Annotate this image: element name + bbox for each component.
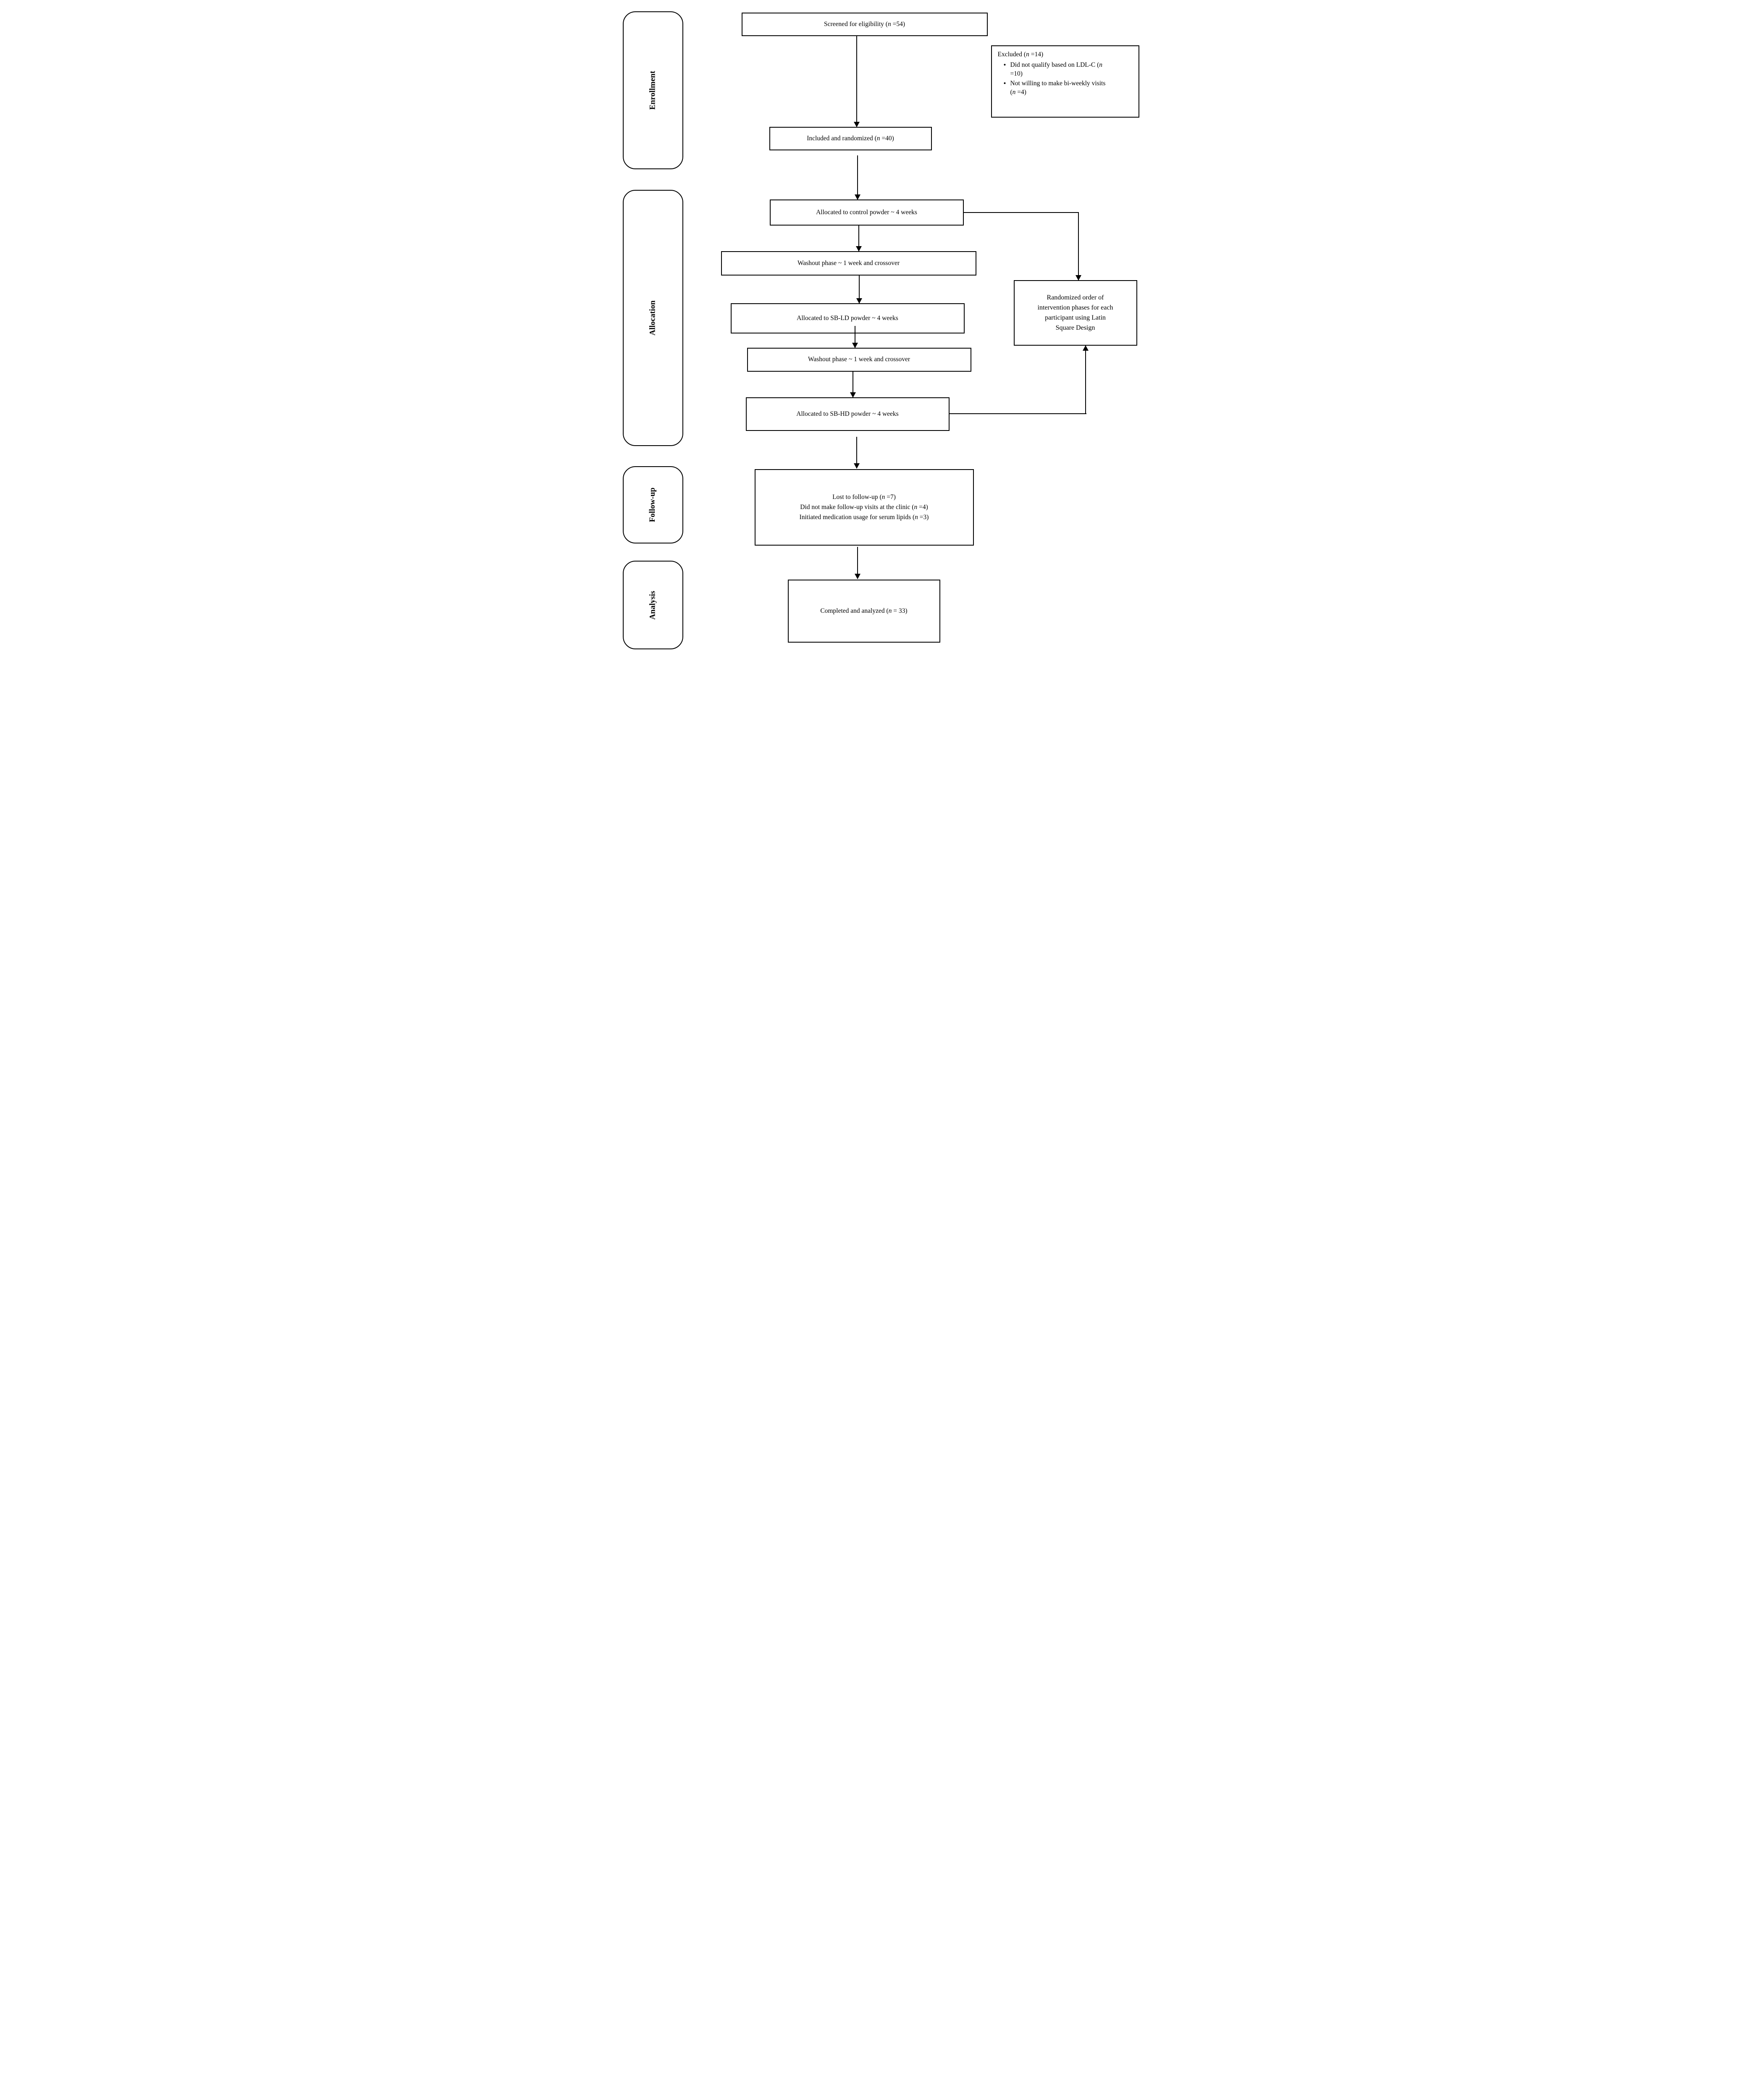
box-randomized-order-label: Randomized order of intervention phases …	[1037, 294, 1113, 331]
stage-box-allocation: Allocation	[622, 190, 683, 446]
box-allocated-sb-hd: Allocated to SB-HD powder ~ 4 weeks	[745, 397, 950, 431]
arrow-washout1-to-sb-ld	[856, 276, 862, 304]
arrow-control-to-washout1	[855, 226, 862, 252]
box-screened: Screened for eligibility (n =54)	[741, 13, 988, 36]
box-completed: Completed and analyzed (n = 33)	[787, 580, 940, 643]
stage-box-enrollment: Enrollment	[622, 11, 683, 169]
box-allocated-control: Allocated to control powder ~ 4 weeks	[769, 200, 964, 226]
arrow-lost-to-completed	[854, 547, 860, 579]
box-allocated-sb-ld: Allocated to SB-LD powder ~ 4 weeks	[730, 303, 965, 333]
box-lost-line-1: Lost to follow-up (n =7)	[832, 493, 896, 501]
box-excluded: Excluded (n =14) Did not qualify based o…	[991, 45, 1139, 118]
connector-sb-hd-to-randomized-horizontal	[949, 413, 1086, 414]
box-screened-label: Screened for eligibility (n =54)	[824, 20, 905, 28]
stage-label-analysis: Analysis	[648, 591, 657, 620]
box-excluded-bullet-2: Not willing to make bi-weekly visits (n …	[1004, 79, 1106, 97]
box-washout-2-label: Washout phase ~ 1 week and crossover	[808, 356, 910, 363]
box-lost-followup: Lost to follow-up (n =7) Did not make fo…	[754, 469, 974, 546]
stage-label-followup: Follow-up	[648, 487, 657, 522]
box-allocated-sb-ld-label: Allocated to SB-LD powder ~ 4 weeks	[797, 314, 898, 322]
stage-label-allocation: Allocation	[648, 300, 657, 336]
box-allocated-sb-hd-label: Allocated to SB-HD powder ~ 4 weeks	[796, 410, 899, 417]
stage-label-enrollment: Enrollment	[648, 71, 657, 110]
box-lost-line-3: Initiated medication usage for serum lip…	[799, 514, 929, 521]
box-allocated-control-label: Allocated to control powder ~ 4 weeks	[816, 208, 917, 216]
box-excluded-title: Excluded (n =14)	[997, 51, 1044, 58]
box-randomized-order: Randomized order of intervention phases …	[1013, 280, 1137, 346]
box-washout-1-label: Washout phase ~ 1 week and crossover	[797, 259, 900, 267]
box-lost-line-2: Did not make follow-up visits at the cli…	[800, 503, 928, 511]
box-included: Included and randomized (n =40)	[769, 127, 932, 150]
connector-control-to-randomized-horizontal	[963, 212, 1079, 213]
flow-diagram-canvas: Enrollment Allocation Follow-up Analysis…	[614, 0, 1141, 657]
stage-box-analysis: Analysis	[622, 561, 683, 649]
box-included-label: Included and randomized (n =40)	[807, 134, 894, 142]
box-excluded-bullet-1: Did not qualify based on LDL-C (n =10)	[1004, 60, 1106, 79]
box-completed-label: Completed and analyzed (n = 33)	[820, 607, 908, 614]
box-washout-1: Washout phase ~ 1 week and crossover	[721, 251, 976, 276]
arrow-included-to-control	[854, 155, 860, 200]
arrow-screened-to-included	[853, 36, 860, 127]
box-washout-2: Washout phase ~ 1 week and crossover	[747, 348, 971, 372]
connector-control-to-randomized-vertical	[1075, 212, 1081, 281]
connector-sb-hd-to-randomized-vertical	[1082, 345, 1089, 414]
arrow-sb-hd-to-lost	[853, 437, 860, 469]
stage-box-followup: Follow-up	[622, 466, 683, 543]
